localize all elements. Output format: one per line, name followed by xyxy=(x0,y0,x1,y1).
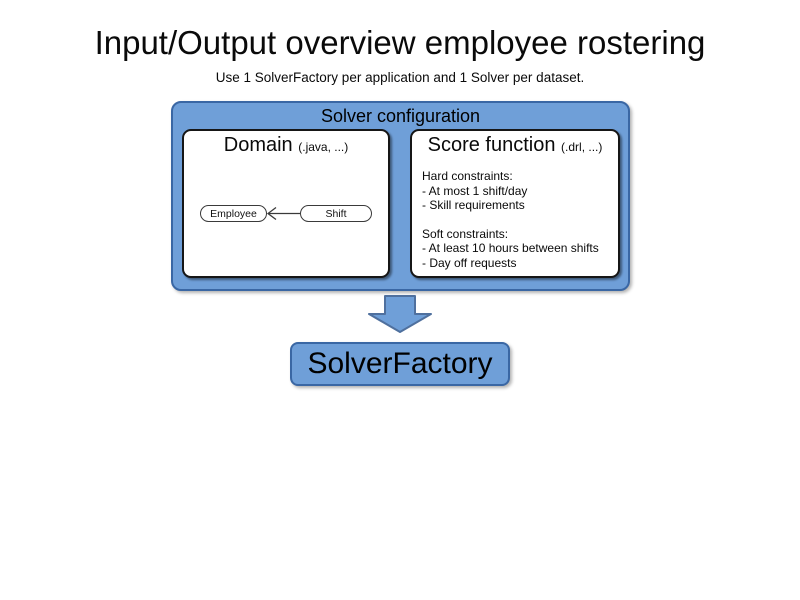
score-title-text: Score function xyxy=(427,134,556,156)
score-title-suffix: (.drl, ...) xyxy=(561,140,603,154)
soft-constraints-header: Soft constraints: xyxy=(422,226,509,241)
score-constraints: Hard constraints: - At most 1 shift/day … xyxy=(422,169,618,271)
score-function-panel: Score function (.drl, ...) Hard constrai… xyxy=(410,129,620,278)
score-panel-title: Score function (.drl, ...) xyxy=(412,134,618,157)
soft-constraint-item: - Day off requests xyxy=(422,255,517,270)
shift-to-employee-arrow-icon xyxy=(267,206,300,221)
soft-constraint-item: - At least 10 hours between shifts xyxy=(422,241,599,256)
page-subtitle: Use 1 SolverFactory per application and … xyxy=(215,70,585,85)
down-arrow-icon xyxy=(368,295,432,333)
hard-constraint-item: - At most 1 shift/day xyxy=(422,183,528,198)
employee-entity: Employee xyxy=(200,205,267,222)
domain-title-text: Domain xyxy=(223,134,293,156)
constraints-spacer xyxy=(422,213,618,227)
solver-factory-box: SolverFactory xyxy=(290,342,510,386)
domain-title-suffix: (.java, ...) xyxy=(298,140,349,154)
hard-constraint-item: - Skill requirements xyxy=(422,198,525,213)
domain-panel: Domain (.java, ...) Employee Shift xyxy=(182,129,390,278)
page-title: Input/Output overview employee rostering xyxy=(94,24,706,61)
solver-factory-label: SolverFactory xyxy=(307,347,493,380)
hard-constraints-header: Hard constraints: xyxy=(422,169,513,183)
domain-panel-title: Domain (.java, ...) xyxy=(184,134,388,157)
shift-entity: Shift xyxy=(300,205,372,222)
solver-configuration-label: Solver configuration xyxy=(320,106,481,126)
solver-configuration-box: Solver configuration Domain (.java, ...)… xyxy=(171,101,630,291)
